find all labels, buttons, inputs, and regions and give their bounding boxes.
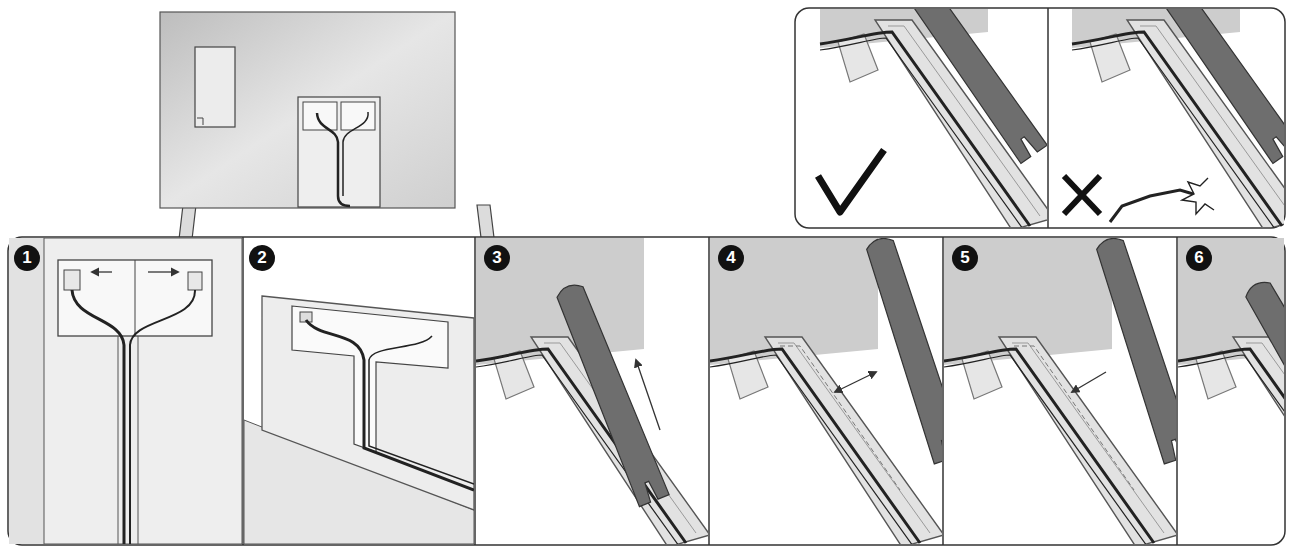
callout-number: 6 <box>1186 245 1212 271</box>
step-1-drawing-part <box>58 260 212 336</box>
check-panel-part-part <box>1182 178 1214 214</box>
callout-number: 1 <box>14 245 40 271</box>
step-3-drawing-part <box>553 280 669 506</box>
step-4-drawing-part <box>780 346 900 490</box>
tv-rear-view-part <box>298 97 380 207</box>
callout-number: 4 <box>718 245 744 271</box>
step-4-drawing <box>710 238 942 544</box>
step-6-drawing-part <box>1241 277 1284 493</box>
step-1-drawing-part <box>188 272 202 290</box>
step-5-drawing-part <box>1093 238 1176 464</box>
panel-dividers-part <box>242 237 244 545</box>
step-1-drawing-part <box>148 271 178 272</box>
panel-dividers <box>243 237 1177 545</box>
step-1-drawing-part <box>130 290 195 544</box>
step-6-drawing-part <box>1178 238 1284 544</box>
step-2-drawing-part <box>262 296 474 510</box>
check-panel <box>795 0 1290 230</box>
panel-dividers-part <box>708 237 710 545</box>
step-5-drawing <box>944 238 1176 544</box>
check-panel-part <box>1047 8 1049 228</box>
step-1-drawing-part <box>92 271 112 272</box>
step-3-drawing <box>476 238 708 544</box>
step-5-drawing-part <box>1072 372 1106 392</box>
tv-rear-view-part <box>341 102 375 130</box>
panel-dividers-part <box>1176 237 1178 545</box>
step-4-drawing-part <box>863 238 942 464</box>
check-panel-part <box>818 150 884 212</box>
panel-dividers-part <box>474 237 476 545</box>
check-panel-part-part <box>1110 190 1200 222</box>
callout-number: 3 <box>484 245 510 271</box>
check-panel-part-part <box>1140 9 1284 163</box>
check-panel-part-part <box>1072 9 1284 227</box>
step-4-drawing-part <box>835 372 876 392</box>
step-1-drawing-part <box>135 260 136 336</box>
step-5-drawing-part <box>1014 346 1134 490</box>
tv-rear-view-part <box>343 112 368 196</box>
step-1-drawing-part <box>118 336 119 544</box>
tv-rear-view-part <box>160 12 455 208</box>
tv-rear-view-part <box>317 113 350 206</box>
panel-dividers-part <box>942 237 944 545</box>
check-panel-part <box>1064 176 1100 214</box>
callout-number: 5 <box>952 245 978 271</box>
step-1-drawing-part <box>64 270 80 290</box>
step-3-drawing-part <box>636 360 660 430</box>
check-panel-part-part <box>888 9 1047 163</box>
step-2-drawing-part <box>369 336 474 484</box>
step-1-drawing-part <box>72 290 124 544</box>
check-panel-part <box>1064 176 1100 214</box>
step-1-drawing-part <box>9 238 242 544</box>
step-2-drawing-part <box>306 320 474 490</box>
tv-rear-view-part <box>197 118 203 125</box>
step-1-drawing-part <box>138 336 139 544</box>
step-1-drawing <box>9 238 242 544</box>
step-3-drawing-part <box>476 238 708 544</box>
tv-rear-view-part <box>303 102 337 130</box>
step-2-drawing <box>244 296 474 544</box>
step-1-drawing-part <box>44 238 242 544</box>
tv-rear-view-part <box>195 47 235 127</box>
tv-rear-view <box>160 12 580 271</box>
step-6-drawing <box>1178 238 1284 544</box>
check-panel-part <box>1072 9 1284 227</box>
callout-number: 2 <box>249 245 275 271</box>
